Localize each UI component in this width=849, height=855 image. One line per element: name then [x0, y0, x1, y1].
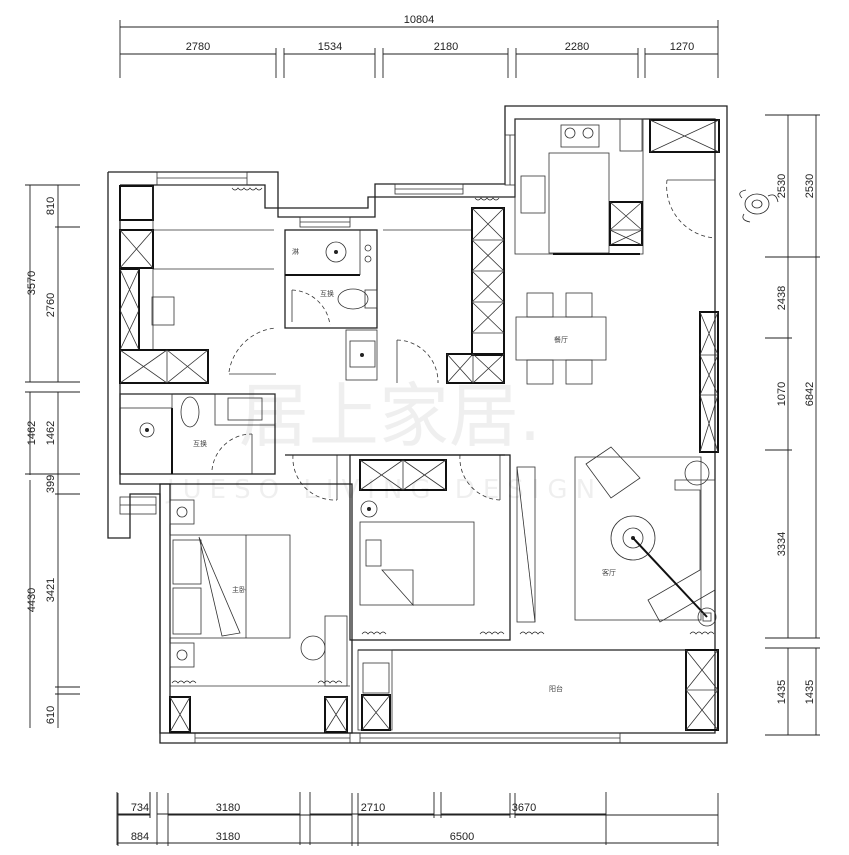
master-bedroom: 主卧 [159, 483, 353, 734]
dim-bottom-2-3: 6500 [450, 831, 474, 843]
dim-left-inner-1: 810 [45, 197, 57, 215]
dim-top-4: 2280 [565, 41, 589, 53]
dim-right-outer-1: 2530 [804, 174, 816, 198]
room-label-balcony: 阳台 [549, 684, 563, 693]
dim-left-outer-1: 3570 [26, 271, 38, 295]
dim-bottom-1-4: 3670 [512, 802, 536, 814]
dim-bottom-2-1: 884 [131, 831, 149, 843]
dim-top-total: 10804 [404, 14, 435, 26]
dim-top-5: 1270 [670, 41, 694, 53]
balcony: 阳台 [357, 649, 719, 731]
curtains [171, 187, 715, 684]
top-dimensions [119, 20, 719, 78]
dim-right-inner-4: 3334 [776, 532, 788, 556]
left-dimensions [25, 184, 80, 728]
dim-bottom-1-3: 2710 [361, 802, 385, 814]
dim-bottom-1-2: 3180 [216, 802, 240, 814]
dim-right-outer-2: 6842 [804, 382, 816, 406]
room-label-dining: 餐厅 [554, 335, 568, 344]
dim-left-inner-5: 3421 [45, 578, 57, 602]
room-label-shower: 淋 [292, 247, 299, 256]
dim-left-inner-3: 1462 [45, 421, 57, 445]
room-label-bath-lower: 互换 [193, 439, 207, 448]
room-label-living: 客厅 [602, 568, 616, 577]
bathroom-lower: 互换 [119, 393, 276, 475]
dim-right-outer-3: 1435 [804, 680, 816, 704]
watermark-en: JUESO LIVING DESIGN [165, 475, 603, 505]
dim-top-1: 2780 [186, 41, 210, 53]
dim-right-inner-2: 2438 [776, 286, 788, 310]
dim-right-inner-5: 1435 [776, 680, 788, 704]
bedroom-top-middle [383, 207, 505, 384]
bedroom-second [349, 454, 536, 641]
dim-left-inner-6: 610 [45, 706, 57, 724]
kitchen [514, 118, 720, 255]
watermark-cn: 居上家居. [239, 375, 541, 457]
dining: 餐厅 [515, 292, 719, 453]
room-label-master-bedroom: 主卧 [232, 585, 246, 594]
dim-left-outer-2: 1462 [26, 421, 38, 445]
room-label-bath-upper: 互换 [320, 289, 334, 298]
right-dimensions [765, 114, 820, 736]
bottom-dims-aligned [117, 793, 719, 846]
dim-top-2: 1534 [318, 41, 342, 53]
bedroom-top-left [119, 185, 277, 384]
dim-left-inner-2: 2760 [45, 293, 57, 317]
person-icon [739, 189, 779, 223]
dim-right-inner-3: 1070 [776, 382, 788, 406]
bottom-dimensions [116, 792, 607, 845]
dim-top-3: 2180 [434, 41, 458, 53]
dim-bottom-2-2: 3180 [216, 831, 240, 843]
dim-bottom-1-1: 734 [131, 802, 149, 814]
dim-right-inner-1: 2530 [776, 174, 788, 198]
dim-left-inner-4: 399 [45, 475, 57, 493]
bathroom-upper [284, 229, 378, 381]
dim-left-outer-3: 4430 [26, 588, 38, 612]
windows [119, 134, 621, 744]
living-room: 客厅 [574, 446, 717, 627]
